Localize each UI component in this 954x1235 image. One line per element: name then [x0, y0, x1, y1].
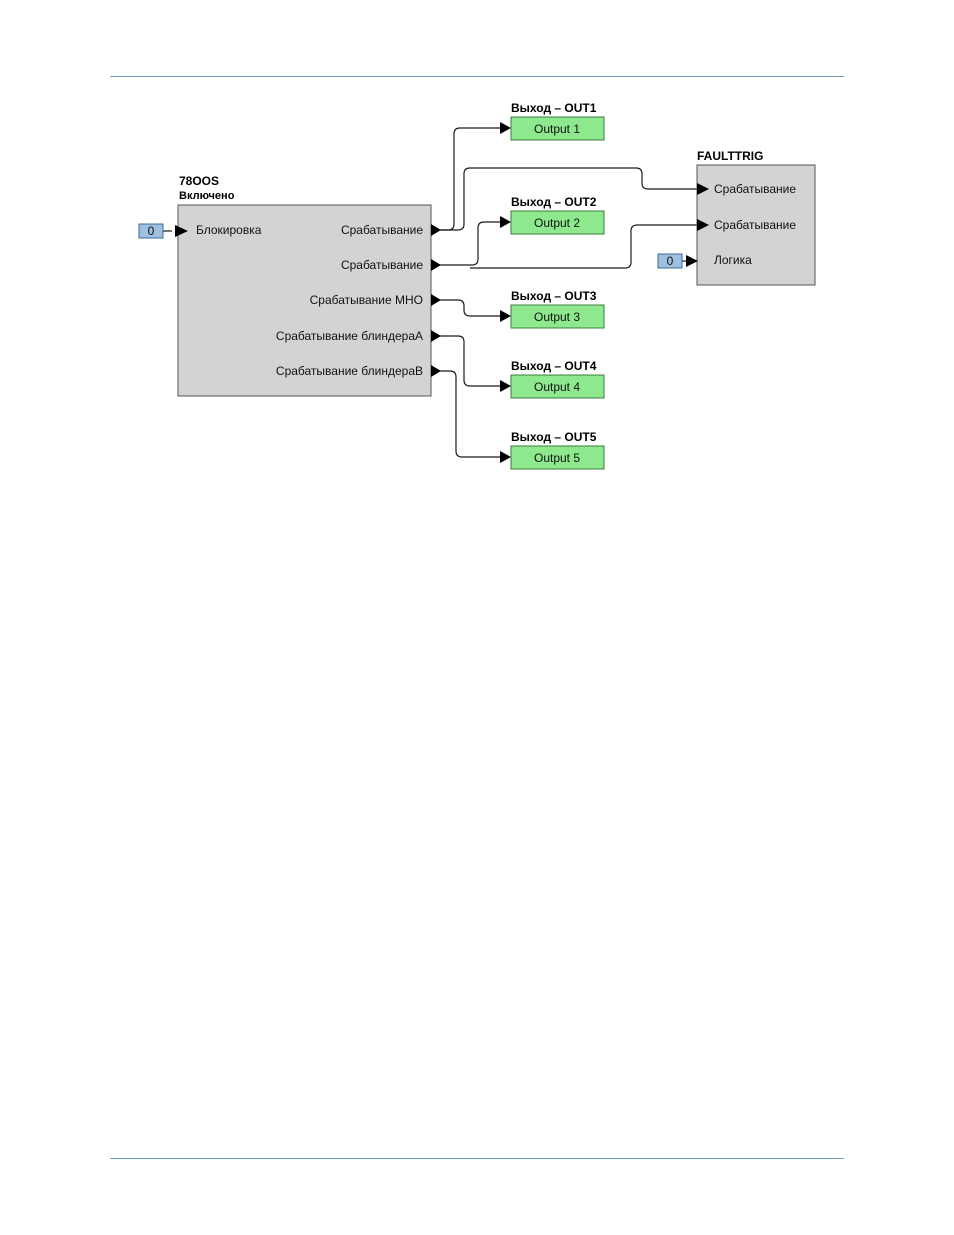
output-label-2: Output 2	[534, 216, 580, 230]
wire-trip1-faulttrig-1	[440, 167, 698, 231]
output-arrow-in-4	[500, 380, 511, 392]
const-logic-value: 0	[667, 254, 674, 268]
block-faulttrig[interactable]: FAULTTRIG Срабатывание Срабатывание 0 Ло…	[657, 149, 816, 286]
output-block-1[interactable]: Выход – OUT1 Output 1	[500, 101, 605, 141]
wire-blindera-out4	[440, 335, 502, 387]
output-arrow-trip-1	[431, 224, 441, 236]
output-label-trip-blinder-b: Срабатывание блиндераB	[276, 364, 423, 378]
output-label-5: Output 5	[534, 451, 580, 465]
output-arrow-in-2	[500, 216, 511, 228]
header-rule	[110, 76, 844, 77]
output-header-5: Выход – OUT5	[511, 430, 597, 444]
output-box-5[interactable]	[510, 445, 605, 470]
faulttrig-input-label-3: Логика	[714, 253, 752, 267]
faulttrig-input-label-2: Срабатывание	[714, 218, 796, 232]
output-block-5[interactable]: Выход – OUT5 Output 5	[500, 430, 605, 470]
output-label-trip-blinder-a: Срабатывание блиндераA	[276, 329, 423, 343]
block-78oos-subtitle: Включено	[179, 190, 235, 202]
output-arrow-trip-blinder-a	[431, 330, 441, 342]
wire-trip2-out2	[440, 221, 502, 266]
wire-mho-out3	[440, 299, 502, 317]
output-header-2: Выход – OUT2	[511, 195, 597, 209]
output-box-1[interactable]	[510, 116, 605, 141]
block-78oos-body[interactable]	[177, 204, 432, 397]
output-block-3[interactable]: Выход – OUT3 Output 3	[500, 289, 605, 329]
faulttrig-input-label-1: Срабатывание	[714, 182, 796, 196]
wire-trip2-faulttrig-2	[470, 224, 698, 269]
logic-diagram: 78OOS Включено 0 Блокировка Срабатывание…	[138, 101, 816, 470]
output-arrow-trip-blinder-b	[431, 365, 441, 377]
block-78oos-title: 78OOS	[179, 174, 219, 188]
output-box-2[interactable]	[510, 210, 605, 235]
faulttrig-arrow-in-2	[697, 219, 709, 231]
faulttrig-arrow-in-3	[686, 255, 698, 267]
input-label-blocking: Блокировка	[196, 223, 262, 237]
wires	[163, 127, 698, 458]
output-header-3: Выход – OUT3	[511, 289, 597, 303]
faulttrig-arrow-in-1	[697, 183, 709, 195]
const-blocking-box[interactable]	[138, 223, 164, 239]
output-label-4: Output 4	[534, 380, 580, 394]
footer-rule	[110, 1158, 844, 1159]
output-box-4[interactable]	[510, 374, 605, 399]
output-label-3: Output 3	[534, 310, 580, 324]
output-label-1: Output 1	[534, 122, 580, 136]
wire-blinderb-out5	[440, 370, 502, 458]
output-block-4[interactable]: Выход – OUT4 Output 4	[500, 359, 605, 399]
input-arrow-blocking	[175, 225, 188, 237]
output-arrow-in-1	[500, 122, 511, 134]
output-header-4: Выход – OUT4	[511, 359, 597, 373]
output-block-2[interactable]: Выход – OUT2 Output 2	[500, 195, 605, 235]
output-arrow-in-5	[500, 451, 511, 463]
const-blocking-value: 0	[148, 224, 155, 238]
output-label-trip-1: Срабатывание	[341, 223, 423, 237]
output-arrow-trip-2	[431, 259, 441, 271]
block-faulttrig-body[interactable]	[696, 164, 816, 286]
output-header-1: Выход – OUT1	[511, 101, 597, 115]
output-box-3[interactable]	[510, 304, 605, 329]
output-label-trip-2: Срабатывание	[341, 258, 423, 272]
block-78oos[interactable]: 78OOS Включено 0 Блокировка Срабатывание…	[138, 174, 441, 397]
block-faulttrig-title: FAULTTRIG	[697, 149, 763, 163]
output-label-trip-mho: Срабатывание МНО	[310, 293, 423, 307]
output-arrow-trip-mho	[431, 294, 441, 306]
output-arrow-in-3	[500, 310, 511, 322]
const-logic-box[interactable]	[657, 253, 683, 269]
wire-trip1-out1	[440, 127, 502, 231]
